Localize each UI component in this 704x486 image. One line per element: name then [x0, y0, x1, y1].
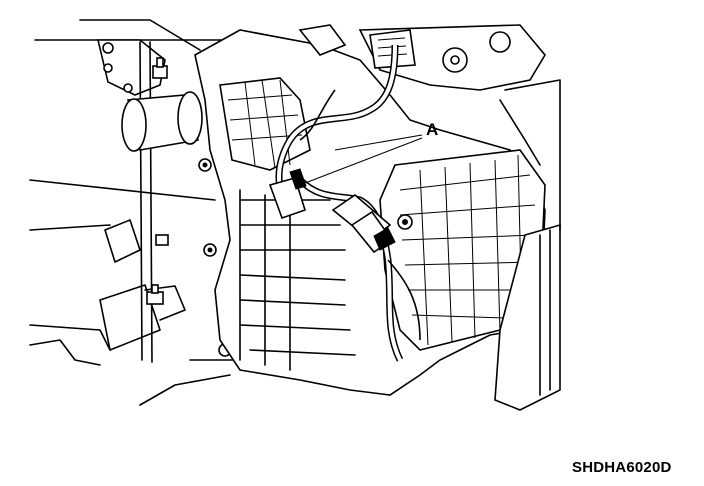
- cylinder-part: [121, 91, 203, 152]
- mounting-bracket: [96, 39, 186, 363]
- image-code: SHDHA6020D: [572, 459, 672, 476]
- right-frame: [494, 79, 561, 411]
- callout-leader-lines: [299, 134, 423, 186]
- connector-right: [331, 193, 396, 254]
- callout-label-a: A: [426, 120, 439, 139]
- screw-cover: [397, 214, 413, 230]
